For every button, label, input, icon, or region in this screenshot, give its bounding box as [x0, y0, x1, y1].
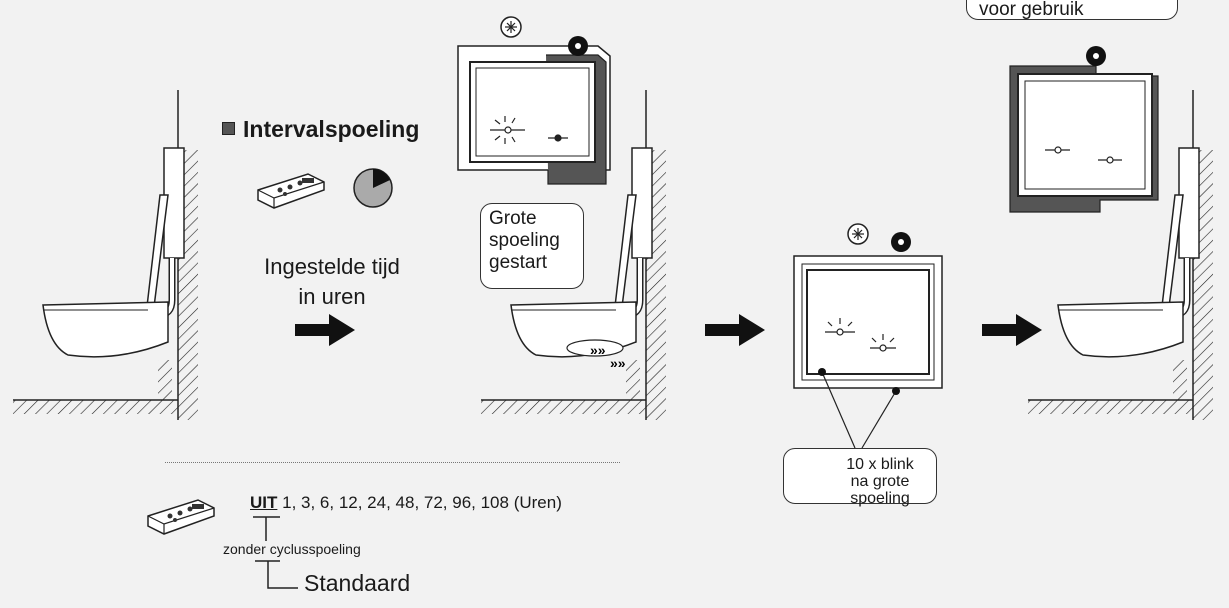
- svg-text:»»: »»: [590, 342, 606, 358]
- toilet-icon: [13, 90, 198, 420]
- values-list: 1, 3, 6, 12, 24, 48, 72, 96, 108 (Uren): [282, 493, 562, 512]
- legend-bracket: [253, 516, 298, 589]
- arrow-right-icon: [982, 314, 1042, 346]
- interval-values: UIT 1, 3, 6, 12, 24, 48, 72, 96, 108 (Ur…: [250, 493, 562, 513]
- section-title: Intervalspoeling: [222, 116, 419, 143]
- note-default: Standaard: [304, 570, 411, 596]
- off-label: UIT: [250, 493, 278, 512]
- blink-bubble: 10 x blink na grote spoeling: [783, 448, 937, 507]
- flush-plate-icon: [457, 45, 611, 185]
- time-caption: Ingestelde tijd in uren: [264, 254, 400, 309]
- dot-icon: [891, 232, 911, 252]
- arrow-right-icon: [705, 314, 765, 346]
- remote-control-icon: [257, 173, 325, 209]
- note-off: zonder cyclusspoeling: [223, 541, 361, 557]
- flush-started-bubble: Grote spoeling gestart: [480, 203, 584, 289]
- flush-plate-icon: [1009, 65, 1159, 213]
- divider: [165, 462, 620, 463]
- blink-icon: [847, 223, 869, 245]
- blink-icon: [500, 16, 522, 38]
- dot-icon: [1086, 46, 1106, 66]
- clock-pie-icon: [353, 168, 393, 208]
- ready-bubble: voor gebruik: [966, 0, 1178, 20]
- flush-plate-icon: [793, 255, 943, 449]
- svg-text:»»: »»: [610, 355, 626, 371]
- square-bullet-icon: [222, 122, 235, 135]
- flush-water-icon: »» »»: [566, 339, 626, 371]
- dot-icon: [568, 36, 588, 56]
- remote-control-icon: [147, 499, 215, 535]
- arrow-right-icon: [295, 314, 355, 346]
